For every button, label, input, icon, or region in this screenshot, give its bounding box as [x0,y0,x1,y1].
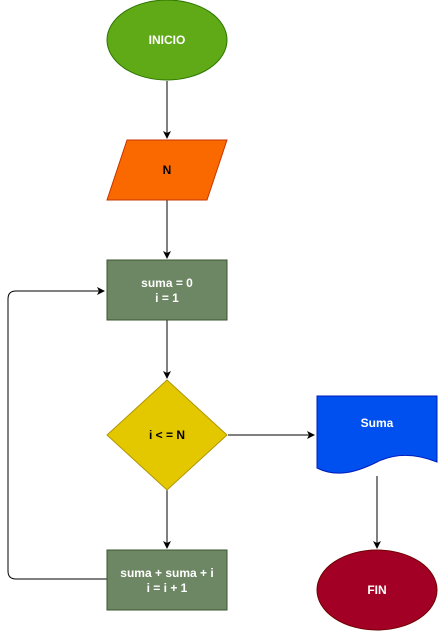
loop-body-line2: i = i + 1 [147,581,188,595]
end-label: FIN [367,583,386,597]
start-node: INICIO [106,0,228,81]
input-label: N [163,163,172,177]
connectors [7,81,381,580]
decision-label: i < = N [149,428,185,442]
input-shape [106,139,228,201]
loop-body-shape [106,549,228,611]
decision-shape [106,379,228,491]
output-node: Suma [316,395,438,474]
start-label: INICIO [149,33,186,47]
decision-node: i < = N [106,379,228,491]
output-label: Suma [361,416,394,430]
end-node: FIN [316,549,438,631]
start-shape [106,0,228,81]
init-process-line1: suma = 0 [141,276,193,290]
input-node: N [106,139,228,201]
edge-loop-back [7,287,107,580]
loop-body-node: suma + suma + i i = i + 1 [106,549,228,611]
output-shape [316,395,438,474]
end-shape [316,549,438,631]
init-process-line2: i = 1 [155,291,179,305]
init-process-shape [106,259,228,321]
init-process-node: suma = 0 i = 1 [106,259,228,321]
loop-body-line1: suma + suma + i [120,566,213,580]
